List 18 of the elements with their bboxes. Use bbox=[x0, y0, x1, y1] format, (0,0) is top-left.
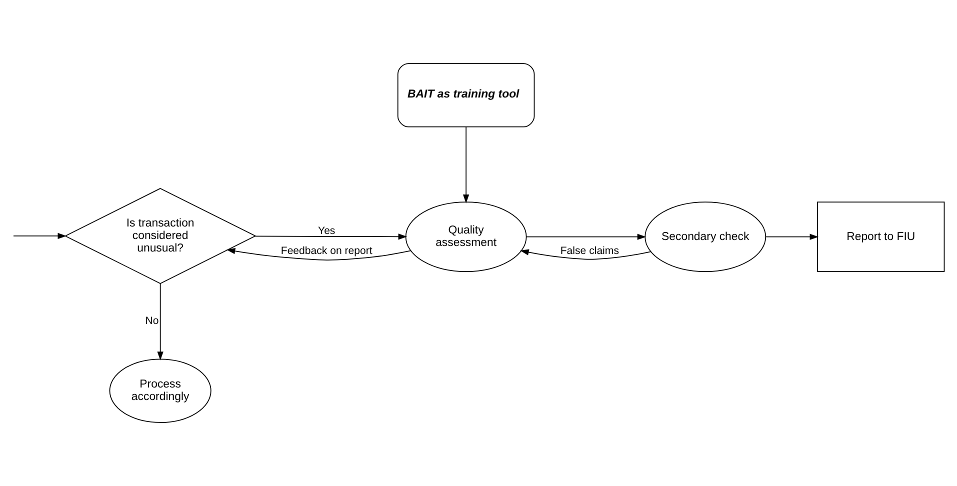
node-ellipse: Quality assessment bbox=[405, 202, 527, 272]
arrow bbox=[526, 234, 646, 240]
arrow bbox=[157, 283, 164, 360]
arrow bbox=[520, 249, 652, 260]
node-diamond: Is transaction considered unusual? bbox=[64, 188, 256, 284]
node-ellipse: Process accordingly bbox=[109, 358, 212, 423]
arrow bbox=[462, 126, 470, 204]
edge-label: No bbox=[145, 315, 159, 328]
arrow bbox=[765, 234, 819, 240]
node-ellipse: Secondary check bbox=[644, 202, 766, 272]
arrow bbox=[226, 248, 412, 260]
arrow bbox=[254, 234, 408, 240]
node-box: BAIT as training tool bbox=[397, 63, 535, 128]
arrow bbox=[13, 232, 67, 240]
edge-label: Yes bbox=[318, 224, 336, 237]
edge-label: Feedback on report bbox=[280, 245, 372, 258]
node-box: Report to FIU bbox=[817, 202, 945, 272]
edge-label: False claims bbox=[560, 245, 619, 258]
